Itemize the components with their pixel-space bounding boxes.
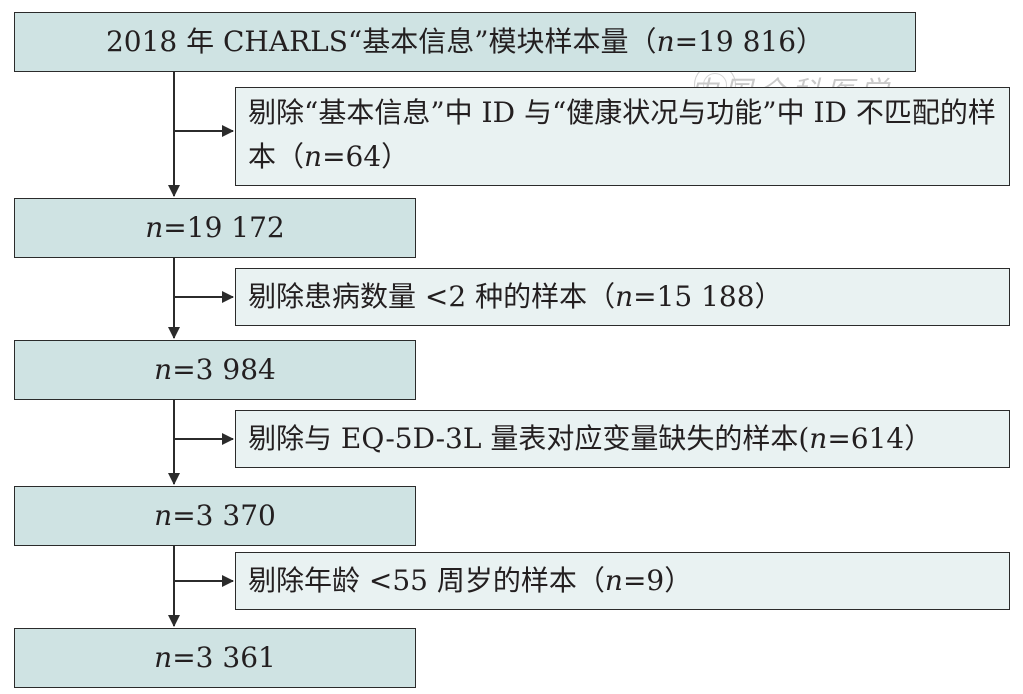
exclusion-box-1: 剔除“基本信息”中 ID 与“健康状况与功能”中 ID 不匹配的样本（n=64） [235, 87, 1010, 186]
exclusion-box-3-label: 剔除与 EQ-5D-3L 量表对应变量缺失的样本(n=614） [248, 422, 933, 455]
exclusion-box-2-label: 剔除患病数量 <2 种的样本（n=15 188） [248, 280, 783, 313]
step4-box: n=3 361 [14, 628, 416, 688]
exclusion-box-3: 剔除与 EQ-5D-3L 量表对应变量缺失的样本(n=614） [235, 410, 1010, 468]
step2-box-label: n=3 984 [154, 353, 276, 386]
exclusion-box-4: 剔除年龄 <55 周岁的样本（n=9） [235, 552, 1010, 610]
step3-box-label: n=3 370 [154, 499, 276, 532]
step1-box: n=19 172 [14, 198, 416, 258]
exclusion-box-4-label: 剔除年龄 <55 周岁的样本（n=9） [248, 564, 693, 597]
step4-box-label: n=3 361 [154, 641, 276, 674]
exclusion-box-1-label: 剔除“基本信息”中 ID 与“健康状况与功能”中 ID 不匹配的样本（n=64） [248, 96, 996, 173]
start-box: 2018 年 CHARLS“基本信息”模块样本量（n=19 816） [14, 12, 916, 72]
exclusion-box-2: 剔除患病数量 <2 种的样本（n=15 188） [235, 268, 1010, 326]
step2-box: n=3 984 [14, 340, 416, 400]
step1-box-label: n=19 172 [145, 211, 285, 244]
start-box-label: 2018 年 CHARLS“基本信息”模块样本量（n=19 816） [105, 25, 825, 58]
step3-box: n=3 370 [14, 486, 416, 546]
